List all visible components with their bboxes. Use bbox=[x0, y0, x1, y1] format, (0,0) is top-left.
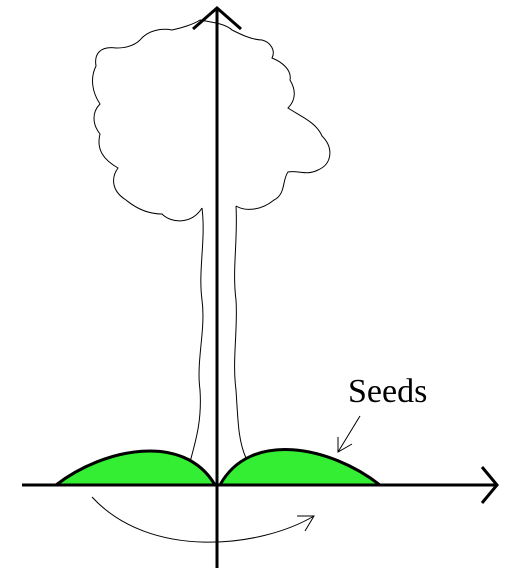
horizontal-axis-arrowhead bbox=[480, 466, 499, 504]
curved-dispersal-arrowhead bbox=[297, 515, 315, 532]
seeds-pointer-arrowhead bbox=[337, 437, 353, 453]
seed-mound-right bbox=[218, 448, 382, 487]
tree-canopy bbox=[92, 19, 331, 222]
curved-dispersal-arrow bbox=[91, 496, 315, 543]
tree-trunk-left bbox=[151, 207, 204, 485]
seeds-pointer-arrow bbox=[337, 415, 361, 453]
vertical-axis-arrowhead bbox=[192, 6, 242, 31]
tree-trunk-right bbox=[234, 205, 279, 485]
seeds-label: Seeds bbox=[348, 373, 427, 410]
seed-mound-left bbox=[54, 449, 217, 487]
